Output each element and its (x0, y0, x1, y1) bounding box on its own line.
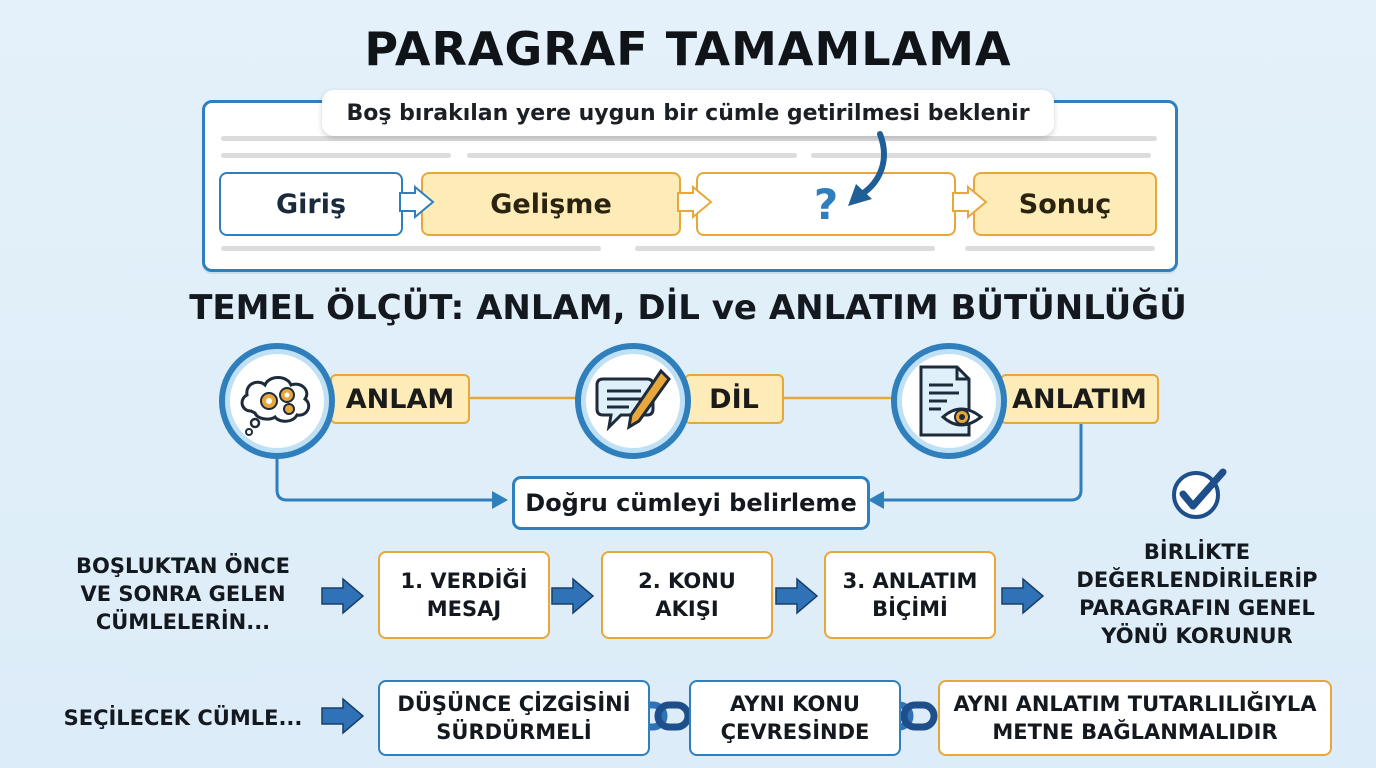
chat-pen-icon (595, 368, 671, 432)
criteria-heading: TEMEL ÖLÇÜT: ANLAM, DİL ve ANLATIM BÜTÜN… (189, 288, 1187, 328)
step-verdigi-mesaj: 1. VERDİĞİ MESAJ (378, 551, 550, 639)
flow-step-sonuc: Sonuç (973, 172, 1157, 236)
thinking-gears-icon (240, 376, 311, 436)
rule-ayni-anlatim: AYNI ANLATIM TUTARLILIĞIYLA METNE BAĞLAN… (938, 680, 1332, 756)
text-line (221, 153, 451, 158)
document-eye-icon (919, 365, 984, 437)
flow-step-giris: Giriş (219, 172, 403, 236)
arrow-right-icon (775, 577, 819, 615)
text-line (221, 246, 601, 251)
arrow-right-icon (321, 697, 365, 735)
arrow-right-icon (1001, 577, 1045, 615)
criterion-anlatim: ANLATIM (1000, 374, 1159, 424)
text-line (221, 136, 1157, 141)
instruction-callout: Boş bırakılan yere uygun bir cümle getir… (322, 90, 1054, 136)
arrow-right-icon (321, 577, 365, 615)
flow-step-gelisme: Gelişme (421, 172, 681, 236)
text-line (811, 153, 1151, 158)
criterion-anlam-badge (219, 343, 335, 459)
checkmark-icon (1172, 468, 1227, 519)
text-line (635, 246, 935, 251)
question-mark: ? (813, 179, 839, 229)
criterion-anlam: ANLAM (330, 374, 470, 424)
page-title: PARAGRAF TAMAMLAMA (364, 22, 1012, 76)
criterion-anlatim-badge (891, 343, 1007, 459)
flow-arrow-3 (952, 184, 988, 220)
flow-arrow-2 (677, 184, 713, 220)
rule-dusunce-cizgisi: DÜŞÜNCE ÇİZGİSİNİ SÜRDÜRMELİ (378, 680, 650, 756)
target-identify-sentence: Doğru cümleyi belirleme (512, 476, 870, 530)
flow-step-blank: ? (696, 172, 956, 236)
arrow-right-icon (551, 577, 595, 615)
criterion-dil: DİL (684, 374, 784, 424)
callout-pointer-arrow (848, 131, 887, 206)
row1-label: BOŞLUKTAN ÖNCE VE SONRA GELEN CÜMLELERİN… (76, 554, 290, 634)
rule-ayni-konu: AYNI KONU ÇEVRESİNDE (689, 680, 901, 756)
row2-label: SEÇİLECEK CÜMLE... (63, 706, 303, 730)
text-line (467, 153, 797, 158)
flow-arrow-1 (399, 184, 435, 220)
left-path-to-target (275, 450, 496, 502)
row1-result: BİRLİKTE DEĞERLENDİRİLERİP PARAGRAFIN GE… (1076, 540, 1318, 648)
text-line (965, 246, 1155, 251)
step-konu-akisi: 2. KONU AKIŞI (601, 551, 773, 639)
criterion-dil-badge (575, 343, 691, 459)
right-path-to-target (882, 420, 1083, 502)
step-anlatim-bicimi: 3. ANLATIM BİÇİMİ (824, 551, 996, 639)
